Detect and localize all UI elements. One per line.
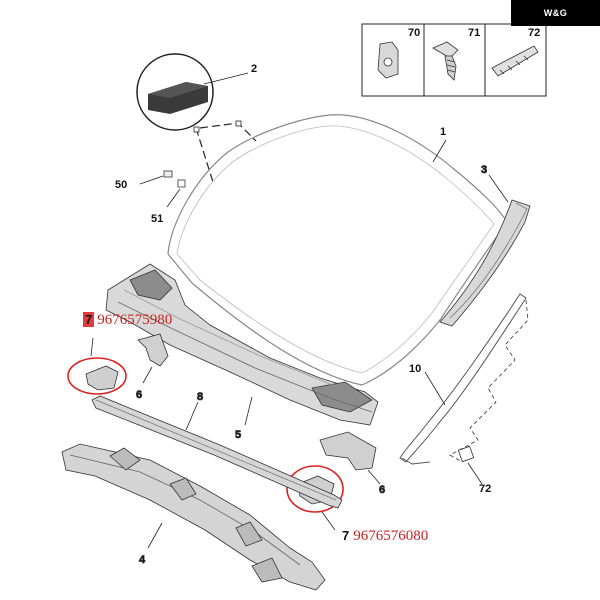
screw-71-icon [432,41,459,81]
windshield: 1 [167,114,508,386]
label-71: 71 [468,27,480,39]
label-50: 50 [115,179,127,191]
bracket-6-left: 6 [136,333,169,401]
clip-72-icon [491,45,539,77]
label-10: 10 [409,363,421,375]
cross-member: 8 [91,391,343,509]
a-pillar-trim: 3 [439,164,531,327]
bracket-6-right: 6 [319,431,386,496]
label-70: 70 [408,27,420,39]
label-51: 51 [151,213,163,225]
part-number-text-left: 9676575980 [97,312,173,328]
seal-strip-magnifier: 2 [136,53,257,183]
part-ref-highlight: 7 [83,312,95,327]
side-seal: 10 72 [399,293,529,495]
label-6-left: 6 [136,389,142,401]
label-1: 1 [440,126,446,138]
part-number-text-right: 9676576080 [353,528,429,544]
lower-frame: 4 [61,443,326,591]
label-5: 5 [235,429,241,441]
label-2: 2 [251,63,257,75]
label-72-main: 72 [479,483,491,495]
cowl-panel: 5 [105,263,379,441]
clips-50-51: 50 51 [115,170,186,225]
label-6-right: 6 [379,484,385,496]
label-4: 4 [139,554,146,566]
clip-70-icon [377,41,399,79]
bracket-7-left [67,337,127,395]
watermark-text: W&G [543,8,568,18]
label-72-box: 72 [528,27,540,39]
label-3: 3 [481,164,487,176]
watermark-badge: W&G [511,0,600,26]
fastener-legend-box: 70 71 72 [361,23,547,97]
part-ref-right: 7 [342,528,350,543]
label-8: 8 [197,391,203,403]
